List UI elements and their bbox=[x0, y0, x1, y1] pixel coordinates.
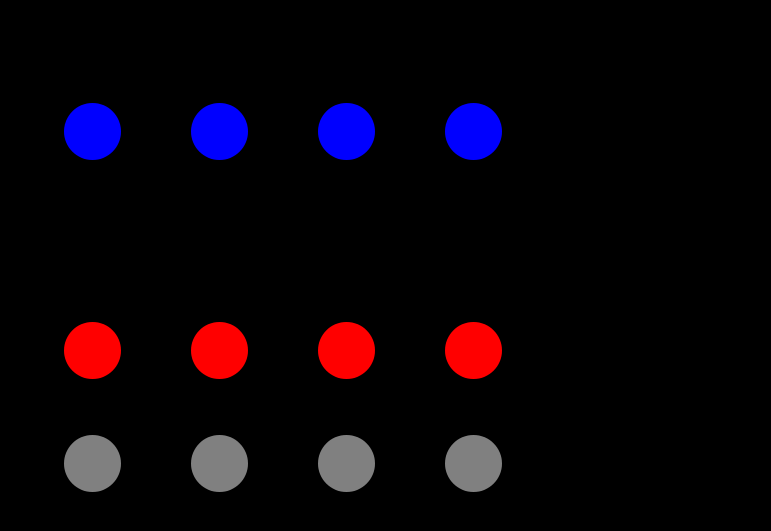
gray-row-dot-4 bbox=[444, 434, 502, 492]
red-row-dot-1 bbox=[63, 321, 121, 379]
gray-row-dot-3 bbox=[317, 434, 375, 492]
gray-row-dot-2 bbox=[190, 434, 248, 492]
blue-row-dot-3 bbox=[317, 102, 375, 160]
red-row-dot-4 bbox=[444, 321, 502, 379]
blue-row-dot-1 bbox=[63, 102, 121, 160]
blue-row-dot-4 bbox=[444, 102, 502, 160]
red-row-dot-3 bbox=[317, 321, 375, 379]
red-row-dot-2 bbox=[190, 321, 248, 379]
gray-row-dot-1 bbox=[63, 434, 121, 492]
blue-row-dot-2 bbox=[190, 102, 248, 160]
